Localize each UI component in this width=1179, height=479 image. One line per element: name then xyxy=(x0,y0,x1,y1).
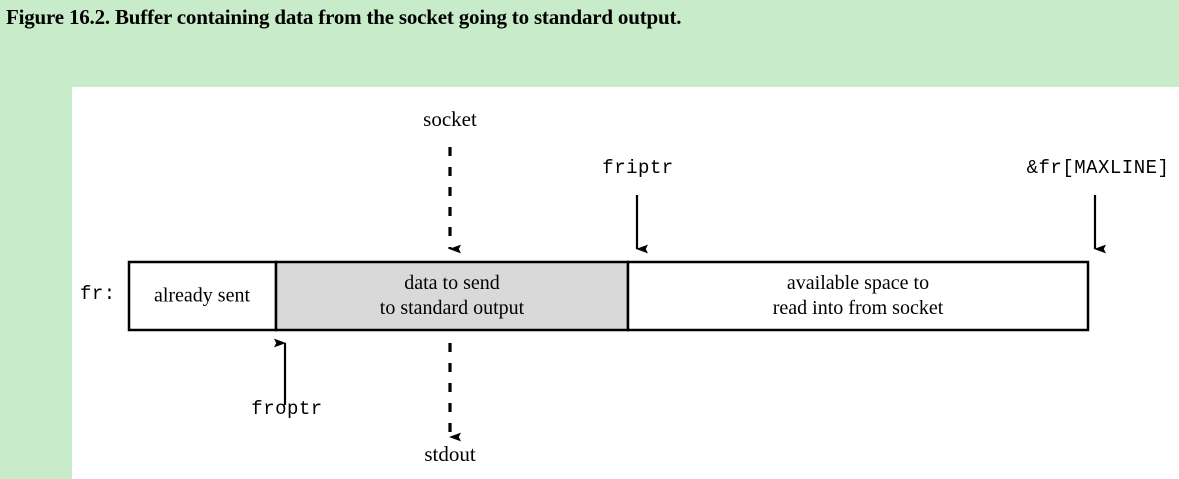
page-background-top-band xyxy=(0,0,1179,87)
segment-label-already-sent: already sent xyxy=(154,284,250,309)
pointer-label-froptr: froptr xyxy=(251,398,323,420)
segment-line: read into from socket xyxy=(772,297,944,319)
segment-line: to standard output xyxy=(379,297,525,319)
buffer-diagram-graphics xyxy=(127,147,1106,442)
segment-line: available space to xyxy=(786,272,930,294)
segment-label-data-to-send: data to send to standard output xyxy=(380,271,524,321)
pointer-label-socket: socket xyxy=(423,107,477,131)
pointer-label-stdout: stdout xyxy=(424,442,476,466)
figure-canvas: fr: already sent data to send to standar… xyxy=(72,87,1179,479)
page-background-left-band xyxy=(0,87,72,479)
buffer-rectangle xyxy=(127,260,1090,332)
pointer-label-friptr: friptr xyxy=(602,157,674,179)
segment-line: already sent xyxy=(153,284,251,307)
buffer-name-label: fr: xyxy=(80,283,116,305)
pointer-label-fr-maxline: &fr[MAXLINE] xyxy=(1026,157,1170,179)
segment-line: data to send xyxy=(404,272,500,294)
figure-caption: Figure 16.2. Buffer containing data from… xyxy=(6,5,682,29)
segment-label-available-space: available space to read into from socket xyxy=(773,271,944,321)
